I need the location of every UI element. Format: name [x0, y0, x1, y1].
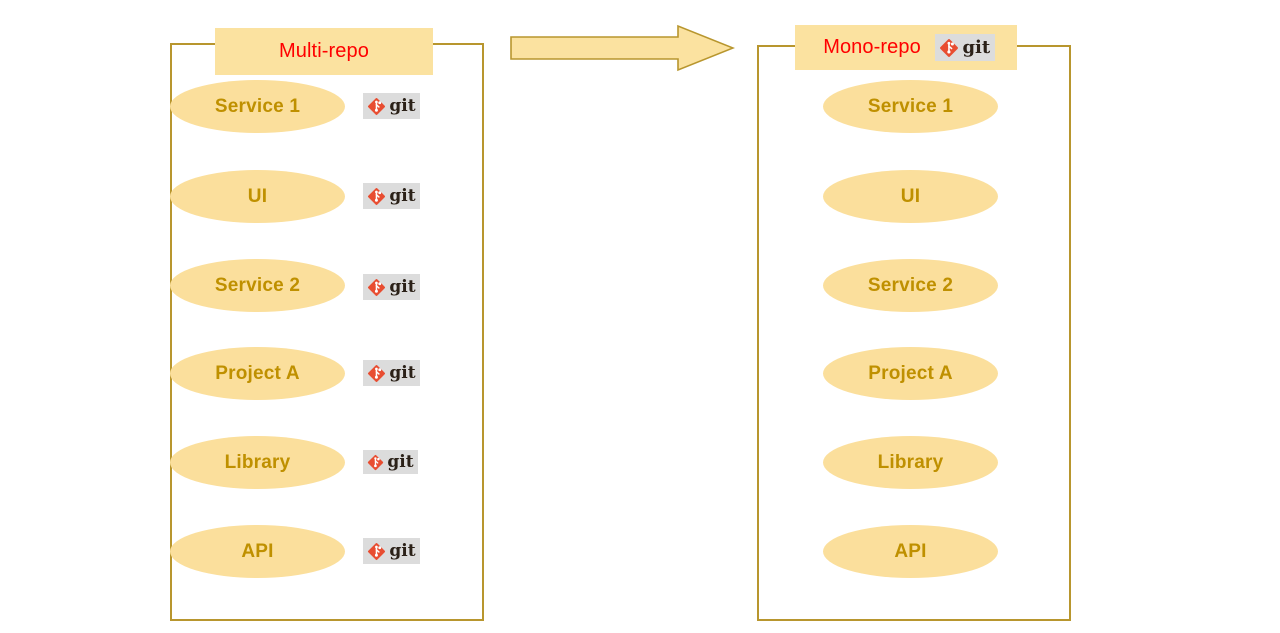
repo-node-label: Service 2	[867, 274, 954, 296]
repo-node-service-1-right[interactable]: Service 1	[823, 80, 998, 133]
git-logo-icon	[368, 542, 386, 560]
git-logo-icon	[368, 364, 386, 382]
git-wordmark: git	[962, 36, 991, 58]
multi-repo-title: Multi-repo	[279, 40, 369, 62]
repo-node-service-1-left[interactable]: Service 1	[170, 80, 345, 133]
git-badge-project-a: git	[363, 360, 420, 386]
repo-node-project-a-right[interactable]: Project A	[823, 347, 998, 400]
repo-node-label: API	[241, 540, 274, 562]
transition-arrow-icon	[510, 24, 735, 72]
repo-node-library-left[interactable]: Library	[170, 436, 345, 489]
git-badge-api: git	[363, 538, 420, 564]
repo-node-label: Project A	[215, 362, 300, 384]
git-logo-icon	[368, 97, 386, 115]
repo-node-label: Project A	[868, 362, 953, 384]
mono-repo-title: Mono-repo	[823, 36, 921, 58]
git-logo-icon	[368, 454, 384, 470]
repo-node-label: Library	[877, 451, 944, 473]
git-wordmark: git	[389, 276, 416, 297]
repo-node-library-right[interactable]: Library	[823, 436, 998, 489]
repo-node-api-left[interactable]: API	[170, 525, 345, 578]
git-wordmark: git	[387, 451, 414, 472]
repo-node-ui-left[interactable]: UI	[170, 170, 345, 223]
repo-node-label: UI	[247, 185, 268, 207]
git-badge-mono-repo: git	[934, 34, 995, 61]
repo-node-label: API	[894, 540, 927, 562]
repo-node-label: Service 1	[867, 95, 954, 117]
repo-node-service-2-right[interactable]: Service 2	[823, 259, 998, 312]
git-wordmark: git	[389, 185, 416, 206]
repo-node-project-a-left[interactable]: Project A	[170, 347, 345, 400]
multi-repo-header-banner: Multi-repo	[215, 28, 433, 75]
repo-node-service-2-left[interactable]: Service 2	[170, 259, 345, 312]
repo-node-ui-right[interactable]: UI	[823, 170, 998, 223]
repo-node-label: Library	[224, 451, 291, 473]
git-wordmark: git	[389, 95, 416, 116]
git-logo-icon	[368, 187, 386, 205]
git-badge-library: git	[363, 450, 418, 474]
git-badge-service-2: git	[363, 274, 420, 300]
mono-repo-header-banner: Mono-repo git	[795, 25, 1017, 70]
git-badge-ui: git	[363, 183, 420, 209]
git-logo-icon	[940, 38, 959, 57]
repo-node-label: Service 2	[214, 274, 301, 296]
git-logo-icon	[368, 278, 386, 296]
git-wordmark: git	[389, 362, 416, 383]
repo-node-label: UI	[900, 185, 921, 207]
git-badge-service-1: git	[363, 93, 420, 119]
repo-node-label: Service 1	[214, 95, 301, 117]
repo-node-api-right[interactable]: API	[823, 525, 998, 578]
git-wordmark: git	[389, 540, 416, 561]
